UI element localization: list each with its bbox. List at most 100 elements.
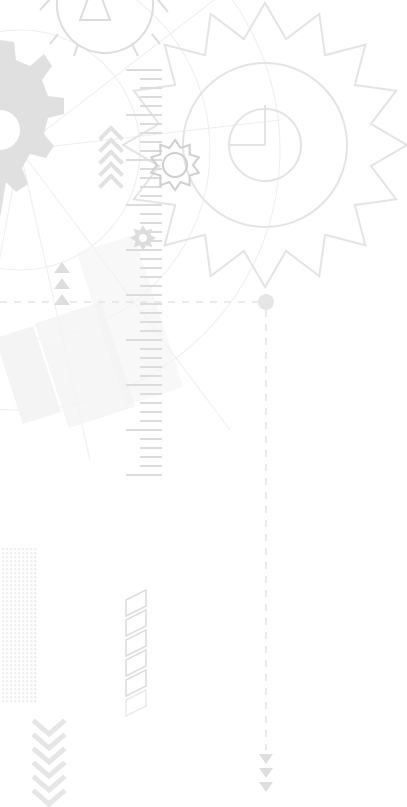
grid-dot (22, 584, 25, 587)
grid-dot (10, 628, 13, 631)
grid-dot (10, 680, 13, 683)
grid-dot (30, 596, 33, 599)
grid-dot (30, 632, 33, 635)
grid-dot (6, 644, 9, 647)
grid-dot (14, 664, 17, 667)
grid-dot (2, 652, 5, 655)
grid-dot (34, 696, 37, 699)
grid-dot (10, 624, 13, 627)
grid-dot (10, 600, 13, 603)
grid-dot (26, 588, 29, 591)
grid-dot (26, 612, 29, 615)
ruler-scale (126, 69, 162, 476)
grid-dot (34, 552, 37, 555)
grid-dot (30, 592, 33, 595)
grid-dot (2, 648, 5, 651)
grid-dot (18, 672, 21, 675)
grid-dot (6, 624, 9, 627)
grid-dot (14, 684, 17, 687)
grid-dot (18, 580, 21, 583)
partial-gear-hole (0, 110, 20, 150)
grid-dot (18, 584, 21, 587)
grid-dot (26, 696, 29, 699)
grid-dot (22, 624, 25, 627)
grid-dot (26, 620, 29, 623)
grid-dot (18, 612, 21, 615)
grid-dot (26, 624, 29, 627)
grid-dot (10, 692, 13, 695)
grid-dot (2, 660, 5, 663)
grid-dot (14, 656, 17, 659)
grid-dot (14, 692, 17, 695)
grid-dot (26, 592, 29, 595)
grid-dot (34, 676, 37, 679)
grid-dot (34, 628, 37, 631)
grid-dot (26, 560, 29, 563)
grid-dot (22, 644, 25, 647)
grid-dot (14, 632, 17, 635)
grid-dot (30, 636, 33, 639)
grid-dot (2, 628, 5, 631)
grid-dot (14, 636, 17, 639)
grid-dot (14, 572, 17, 575)
grid-dot (18, 692, 21, 695)
grid-dot (10, 560, 13, 563)
grid-dot (18, 664, 21, 667)
grid-dot (10, 564, 13, 567)
grid-dot (30, 640, 33, 643)
grid-dot (6, 664, 9, 667)
grid-dot (34, 636, 37, 639)
grid-dot (30, 660, 33, 663)
grid-dot (26, 644, 29, 647)
small-gear-icon (149, 138, 201, 192)
grid-dot (34, 572, 37, 575)
grid-dot (2, 548, 5, 551)
grid-dot (2, 700, 5, 703)
grid-dot (6, 552, 9, 555)
grid-dot (6, 600, 9, 603)
grid-dot (26, 692, 29, 695)
grid-dot (10, 548, 13, 551)
grid-dot (34, 604, 37, 607)
grid-dot (6, 688, 9, 691)
grid-dot (14, 584, 17, 587)
grid-dot (26, 604, 29, 607)
grid-dot (10, 684, 13, 687)
grid-dot (26, 572, 29, 575)
grid-dot (22, 612, 25, 615)
grid-dot (22, 680, 25, 683)
grid-dot (6, 652, 9, 655)
grid-dot (34, 548, 37, 551)
parallelogram-stack (125, 588, 147, 718)
grid-dot (34, 600, 37, 603)
grid-dot (22, 604, 25, 607)
grid-dot (6, 548, 9, 551)
grid-dot (2, 608, 5, 611)
grid-dot (6, 640, 9, 643)
grid-dot (6, 692, 9, 695)
grid-dot (10, 660, 13, 663)
grid-dot (26, 668, 29, 671)
grid-dot (10, 652, 13, 655)
grid-dot (2, 696, 5, 699)
grid-dot (2, 644, 5, 647)
grid-dot (2, 600, 5, 603)
grid-dot (14, 612, 17, 615)
grid-dot (6, 632, 9, 635)
grid-dot (6, 592, 9, 595)
grid-dot (30, 560, 33, 563)
grid-dot (26, 672, 29, 675)
grid-dot (34, 692, 37, 695)
grid-dot (10, 568, 13, 571)
grid-dot (30, 676, 33, 679)
grid-dot (10, 608, 13, 611)
grid-dot (26, 584, 29, 587)
chevron-up-stack-icon (98, 125, 124, 189)
grid-dot (30, 588, 33, 591)
grid-dot (34, 624, 37, 627)
grid-dot (10, 552, 13, 555)
grid-dot (26, 628, 29, 631)
grid-dot (34, 672, 37, 675)
grid-dot (30, 624, 33, 627)
